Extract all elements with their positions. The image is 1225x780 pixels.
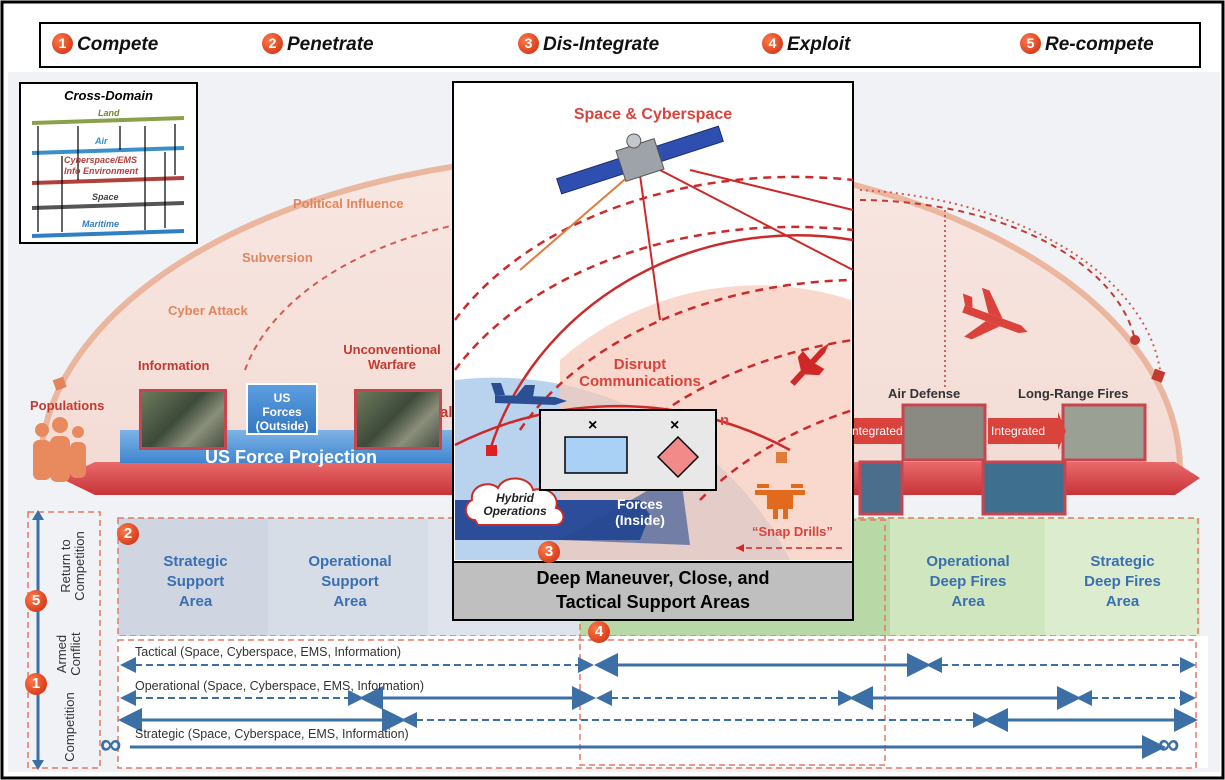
badge-dis-integrate: 3	[538, 541, 560, 563]
phase-label: Exploit	[787, 34, 851, 55]
phase-label: Compete	[77, 34, 159, 55]
layer-air: Air	[95, 136, 108, 146]
long-range-fires-label: Long-Range Fires	[1018, 386, 1129, 401]
hybrid-line: Hybrid	[495, 491, 534, 505]
information-label: Information	[138, 358, 210, 373]
area-line: Area	[333, 593, 367, 610]
competition-label: Competition	[62, 692, 77, 762]
space-cyberspace-title: Space & Cyberspace	[573, 106, 733, 123]
jet-icon	[491, 383, 567, 405]
information-photo	[139, 389, 227, 450]
caption-line: Deep Maneuver, Close, and	[536, 568, 770, 588]
us-forces-line2: Forces	[262, 405, 302, 419]
phase-number: 5	[1020, 33, 1041, 54]
bomber-icon	[962, 287, 1028, 340]
vertical-line: Competition	[72, 531, 87, 601]
infinity-left-icon: ∞	[100, 728, 122, 761]
badge-compete: 1	[25, 673, 47, 695]
area-line: Support	[321, 573, 379, 590]
strategic-row-label: Strategic (Space, Cyberspace, EMS, Infor…	[135, 727, 409, 741]
area-line: Area	[178, 593, 213, 610]
cyber-attack-label: Cyber Attack	[168, 303, 248, 318]
vertical-line: Return to	[58, 539, 73, 593]
badge-re-compete: 5	[25, 590, 47, 612]
us-forces-line1: US	[273, 391, 291, 405]
layer-cyberspace-ems: Cyberspace/EMS	[64, 155, 138, 165]
badge-exploit: 4	[588, 621, 610, 643]
vertical-line: Armed	[54, 634, 69, 674]
drone-icon	[755, 484, 805, 519]
area-line: Deep Fires	[1084, 573, 1161, 590]
unconventional-line: Unconventional	[343, 342, 441, 357]
phase-number: 3	[518, 33, 539, 54]
snap-drills-label: “Snap Drills”	[752, 524, 833, 539]
area-line: Strategic	[163, 553, 228, 570]
vertical-line: Conflict	[68, 632, 83, 676]
layer-space: Space	[92, 192, 119, 202]
enemy-jet-icon	[790, 343, 830, 386]
layer-maritime: Maritime	[82, 219, 120, 229]
population-icon	[33, 417, 86, 482]
phase-number: 2	[262, 33, 283, 54]
disrupt-line: Communications	[579, 373, 701, 390]
phase-label: Dis-Integrate	[543, 34, 660, 55]
area-line: Strategic	[1090, 553, 1155, 570]
forces-line: Forces	[617, 496, 663, 512]
forces-line: (Inside)	[615, 512, 665, 528]
n-fragment-label: n	[720, 412, 730, 429]
close-icon[interactable]: ×	[670, 417, 680, 434]
cross-domain-title: Cross-Domain	[64, 88, 153, 103]
layer-info-environment: Info Environment	[64, 166, 138, 176]
infinity-right-icon: ∞	[1158, 728, 1180, 761]
area-line: Area	[951, 593, 985, 610]
area-line: Deep Fires	[929, 573, 1007, 590]
air-defense-label: Air Defense	[888, 386, 961, 401]
unconventional-warfare-photo	[354, 389, 442, 450]
tactical-row-label: Tactical (Space, Cyberspace, EMS, Inform…	[135, 645, 402, 659]
warfare-line: Warfare	[368, 357, 416, 372]
layer-land: Land	[98, 108, 120, 118]
integrated-label-2: Integrated	[991, 424, 1046, 438]
phase-number: 1	[52, 33, 73, 54]
phase-number: 4	[762, 33, 783, 54]
badge-penetrate: 2	[117, 523, 139, 545]
phase-label: Re-compete	[1045, 34, 1154, 55]
area-line: Operational	[308, 553, 392, 570]
integrated-label-1: ntegrated	[852, 424, 903, 438]
us-forces-outside-box: US Forces (Outside)	[246, 383, 318, 435]
us-forces-line3: (Outside)	[255, 419, 309, 433]
area-line: Operational	[926, 553, 1010, 570]
satellite-icon	[556, 125, 724, 195]
operational-row-label: Operational (Space, Cyberspace, EMS, Inf…	[135, 679, 425, 693]
area-line: Area	[1105, 593, 1140, 610]
disrupt-line: Disrupt	[613, 356, 667, 373]
populations-label: Populations	[30, 398, 105, 413]
close-icon[interactable]: ×	[588, 417, 598, 434]
hybrid-line: Operations	[483, 504, 547, 518]
al-fragment-label: al	[440, 404, 453, 421]
us-force-projection-label: US Force Projection	[205, 447, 378, 467]
caption-line: Tactical Support Areas	[555, 592, 751, 612]
forces-inside-label: Forces(Inside)	[585, 496, 695, 528]
subversion-label: Subversion	[242, 250, 313, 265]
political-influence-label: Political Influence	[293, 196, 404, 211]
phase-label: Penetrate	[287, 34, 374, 55]
area-line: Support	[166, 573, 225, 590]
